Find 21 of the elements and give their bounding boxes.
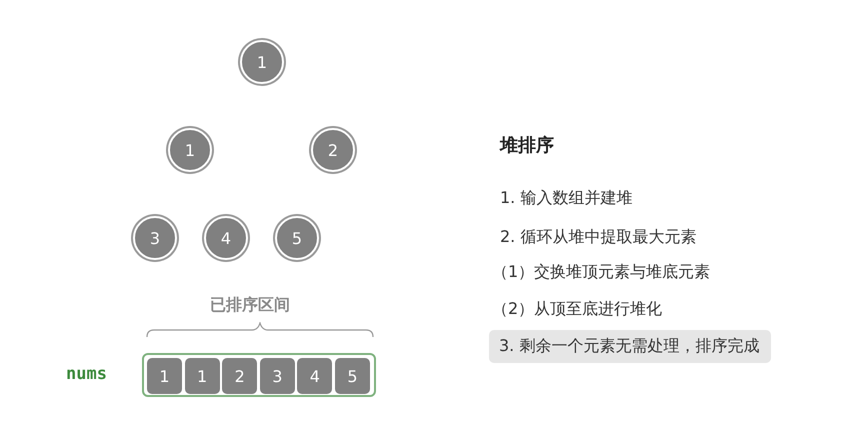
- array-frame: [142, 353, 376, 397]
- heap-node-circle: 1: [240, 40, 284, 84]
- highlighted-step: 3. 剩余一个元素无需处理，排序完成: [489, 330, 772, 363]
- heap-node-circle: 3: [133, 216, 177, 260]
- section-heading: 堆排序: [500, 134, 554, 157]
- array-cell: 5: [335, 358, 370, 394]
- step-text: 1. 输入数组并建堆: [500, 188, 632, 209]
- array-cell: 4: [297, 358, 332, 394]
- heap-node-circle: 5: [275, 216, 319, 260]
- array-cell: 1: [147, 358, 182, 394]
- range-label: 已排序区间: [210, 295, 290, 316]
- array-name: nums: [66, 364, 107, 384]
- heap-node-circle: 4: [204, 216, 248, 260]
- heap-node-circle: 1: [168, 128, 212, 172]
- array-cell: 3: [260, 358, 295, 394]
- array-cell: 1: [184, 358, 220, 394]
- array-cell: 2: [222, 358, 258, 394]
- step-text: （1）交换堆顶元素与堆底元素: [492, 262, 710, 283]
- heap-node-circle: 2: [311, 128, 355, 172]
- step-text: （2）从顶至底进行堆化: [492, 299, 662, 320]
- step-text: 2. 循环从堆中提取最大元素: [500, 227, 696, 248]
